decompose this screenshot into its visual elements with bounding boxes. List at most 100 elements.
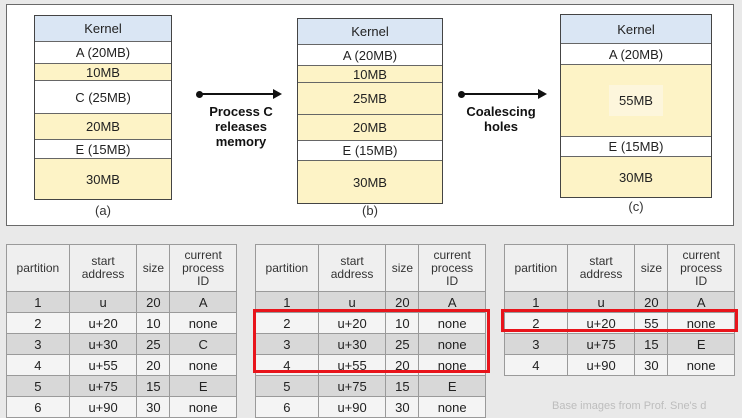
cell-process-id: none <box>169 396 237 418</box>
block-hole: 30MB <box>35 159 171 199</box>
cell-start-address: u <box>317 291 387 313</box>
block-coalesced-hole: 55MB <box>561 65 711 137</box>
cell-size: 30 <box>385 396 420 418</box>
cell-start-address: u+90 <box>317 396 387 418</box>
cell-size: 55 <box>634 312 669 334</box>
cell-start-address: u <box>68 291 138 313</box>
cell-start-address: u+20 <box>68 312 138 334</box>
cell-start-address: u <box>566 291 636 313</box>
cell-partition: 6 <box>6 396 70 418</box>
memory-stack-a: Kernel A (20MB) 10MB C (25MB) 20MB E (15… <box>34 15 172 200</box>
header-partition: partition <box>255 244 319 292</box>
cell-size: 20 <box>385 291 420 313</box>
memory-stack-c: Kernel A (20MB) 55MB E (15MB) 30MB <box>560 14 712 198</box>
cell-partition: 1 <box>255 291 319 313</box>
highlight-coalesced-row <box>501 309 738 332</box>
memory-diagram-panel: Kernel A (20MB) 10MB C (25MB) 20MB E (15… <box>6 4 734 226</box>
arrow-tail-dot <box>458 91 465 98</box>
cell-process-id: none <box>169 354 237 376</box>
cell-start-address: u+30 <box>317 333 387 355</box>
block-hole: 20MB <box>35 114 171 140</box>
cell-start-address: u+90 <box>566 354 636 376</box>
block-hole: 20MB <box>298 115 442 141</box>
cell-process-id: E <box>169 375 237 397</box>
memory-stack-b: Kernel A (20MB) 10MB 25MB 20MB E (15MB) … <box>297 18 443 204</box>
cell-process-id: A <box>667 291 735 313</box>
block-kernel: Kernel <box>298 19 442 45</box>
cell-size: 20 <box>136 354 171 376</box>
cell-process-id: E <box>667 333 735 355</box>
block-process-a: A (20MB) <box>35 42 171 64</box>
block-kernel: Kernel <box>561 15 711 44</box>
cell-size: 15 <box>385 375 420 397</box>
arrow-label-coalescing-holes: Coalescing holes <box>466 104 536 134</box>
cell-partition: 6 <box>255 396 319 418</box>
cell-partition: 2 <box>6 312 70 334</box>
cell-start-address: u+30 <box>68 333 138 355</box>
cell-partition: 3 <box>6 333 70 355</box>
cell-process-id: none <box>418 396 486 418</box>
cell-process-id: none <box>667 312 735 334</box>
caption-c: (c) <box>628 199 644 214</box>
cell-size: 20 <box>634 291 669 313</box>
cell-size: 10 <box>136 312 171 334</box>
cell-start-address: u+75 <box>566 333 636 355</box>
block-process-a: A (20MB) <box>561 44 711 65</box>
arrow-label-process-c-releases: Process C releases memory <box>209 104 273 149</box>
watermark-credit: Base images from Prof. Sne's d <box>552 400 707 412</box>
block-hole: 25MB <box>298 83 442 115</box>
cell-partition: 3 <box>504 333 568 355</box>
block-hole: 10MB <box>35 64 171 81</box>
coalesced-hole-label: 55MB <box>609 85 663 116</box>
block-hole: 30MB <box>561 157 711 197</box>
cell-process-id: none <box>418 333 486 355</box>
cell-start-address: u+75 <box>68 375 138 397</box>
header-partition: partition <box>504 244 568 292</box>
cell-partition: 3 <box>255 333 319 355</box>
cell-size: 30 <box>634 354 669 376</box>
block-process-e: E (15MB) <box>561 137 711 157</box>
cell-size: 25 <box>385 333 420 355</box>
cell-partition: 1 <box>6 291 70 313</box>
cell-process-id: none <box>418 312 486 334</box>
header-partition: partition <box>6 244 70 292</box>
block-hole: 30MB <box>298 161 442 203</box>
cell-size: 30 <box>136 396 171 418</box>
arrow-right-line <box>462 93 538 95</box>
arrow-right-head <box>538 89 547 99</box>
caption-b: (b) <box>362 203 378 218</box>
block-process-e: E (15MB) <box>35 140 171 159</box>
cell-process-id: none <box>667 354 735 376</box>
cell-process-id: E <box>418 375 486 397</box>
header-size: size <box>634 244 669 292</box>
cell-start-address: u+75 <box>317 375 387 397</box>
cell-start-address: u+90 <box>68 396 138 418</box>
header-size: size <box>385 244 420 292</box>
block-kernel: Kernel <box>35 16 171 42</box>
cell-partition: 4 <box>6 354 70 376</box>
block-hole: 10MB <box>298 66 442 83</box>
cell-size: 15 <box>136 375 171 397</box>
cell-partition: 2 <box>255 312 319 334</box>
